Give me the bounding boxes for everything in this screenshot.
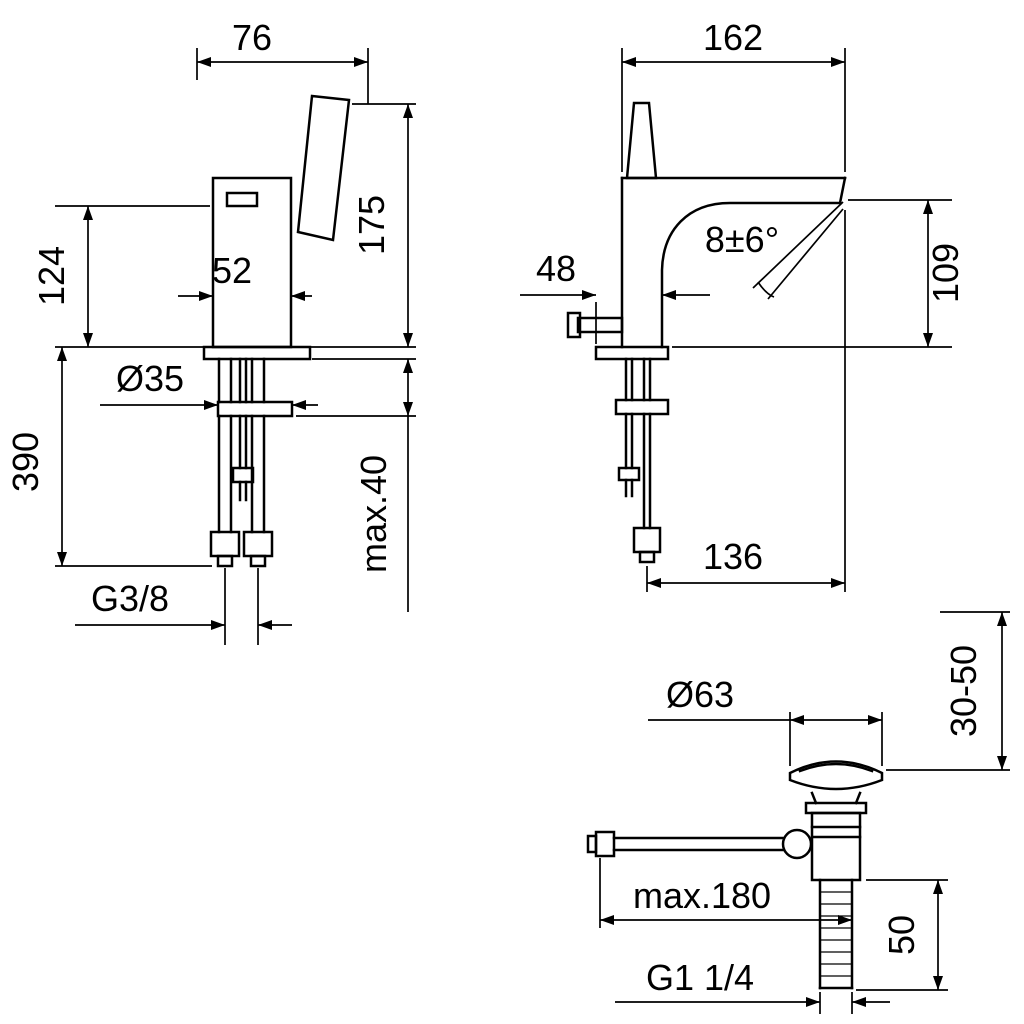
dim-label-spout-reach: 136 (703, 536, 763, 577)
mounting-washer (216, 400, 294, 418)
dim-label-rod-offset: 48 (536, 248, 576, 289)
popup-rod-knob (566, 311, 582, 339)
dim-side-spout-reach: 136 (647, 536, 845, 588)
side-view-dimensions: 162 48 8±6° 109 136 (520, 17, 966, 592)
dim-label-drain-thread: G1 1/4 (646, 957, 754, 998)
dim-label-hose-length: 390 (5, 432, 46, 492)
tailpipe-thread-hatch (821, 891, 851, 977)
drain-body (810, 811, 862, 882)
spout-tip-edge (838, 176, 847, 205)
dim-label-hole-diameter: Ø35 (116, 358, 184, 399)
dim-front-hose-length: 390 (5, 347, 67, 566)
lever-handle (296, 94, 351, 242)
dim-front-overall-width: 76 (197, 17, 368, 67)
dim-label-body-width: 52 (212, 250, 252, 291)
dim-label-rod-max-length: max.180 (633, 875, 771, 916)
dim-front-outlet-height: 124 (31, 206, 93, 347)
dim-label-plug-diameter: Ø63 (666, 674, 734, 715)
dim-front-max-mounting-thickness: max.40 (353, 359, 413, 612)
dim-label-total-depth: 162 (703, 17, 763, 58)
dim-label-mounting-range: 30-50 (943, 645, 984, 737)
dim-front-hole-diameter: Ø35 (100, 358, 318, 410)
dim-label-side-outlet-height: 109 (925, 243, 966, 303)
supply-hose-side (632, 357, 662, 564)
aerator (225, 191, 259, 208)
threaded-shank (231, 357, 255, 502)
dim-front-total-height: 175 (351, 104, 413, 347)
ball-joint (781, 828, 813, 860)
dim-label-total-height: 175 (351, 195, 392, 255)
side-view-faucet (566, 101, 847, 564)
dim-drain-plug-diameter: Ø63 (648, 674, 882, 725)
drain-view-dimensions: Ø63 30-50 max.180 50 G1 1/4 (599, 611, 1010, 1014)
dim-drain-rod-max-length: max.180 (600, 875, 852, 925)
mounting-washer-side (614, 398, 670, 416)
front-view-faucet (202, 94, 351, 568)
drain-plug-dome-inner (798, 762, 874, 773)
lever-handle-side (625, 101, 658, 180)
dim-side-outlet-height: 109 (923, 200, 966, 347)
supply-hoses (217, 357, 266, 534)
base-plate (202, 345, 312, 361)
dim-drain-mounting-range: 30-50 (943, 612, 1007, 770)
dim-side-total-depth: 162 (622, 17, 845, 67)
dim-drain-thread: G1 1/4 (615, 957, 890, 1007)
drain-view-popup-waste (586, 760, 884, 990)
base-plate-side (594, 345, 670, 361)
dim-label-spray-angle: 8±6° (705, 219, 779, 260)
front-view-dimensions: 76 175 124 52 Ø35 390 max.40 (5, 17, 416, 645)
dim-front-body-width: 52 (178, 250, 312, 301)
dim-front-supply-thread: G3/8 (75, 578, 292, 630)
drain-plug-dome (788, 760, 884, 791)
spout-underside-curve (660, 201, 842, 349)
dim-drain-thread-length: 50 (881, 880, 943, 990)
drain-flange (804, 801, 868, 815)
tailpipe (818, 878, 854, 990)
dim-label-thread-length: 50 (881, 915, 922, 955)
dim-label-max-mounting-thickness: max.40 (353, 455, 394, 573)
lever-rod (586, 830, 786, 858)
dim-side-rod-offset: 48 (520, 248, 710, 300)
dim-label-overall-width: 76 (232, 17, 272, 58)
dim-label-outlet-height: 124 (31, 246, 72, 306)
annotation-spray-angle: 8±6° (705, 201, 844, 300)
dim-label-supply-thread: G3/8 (91, 578, 169, 619)
threaded-stud-side (617, 357, 641, 498)
hose-connector-right (242, 530, 274, 568)
hose-connector-left (209, 530, 241, 568)
popup-rod (576, 316, 624, 334)
